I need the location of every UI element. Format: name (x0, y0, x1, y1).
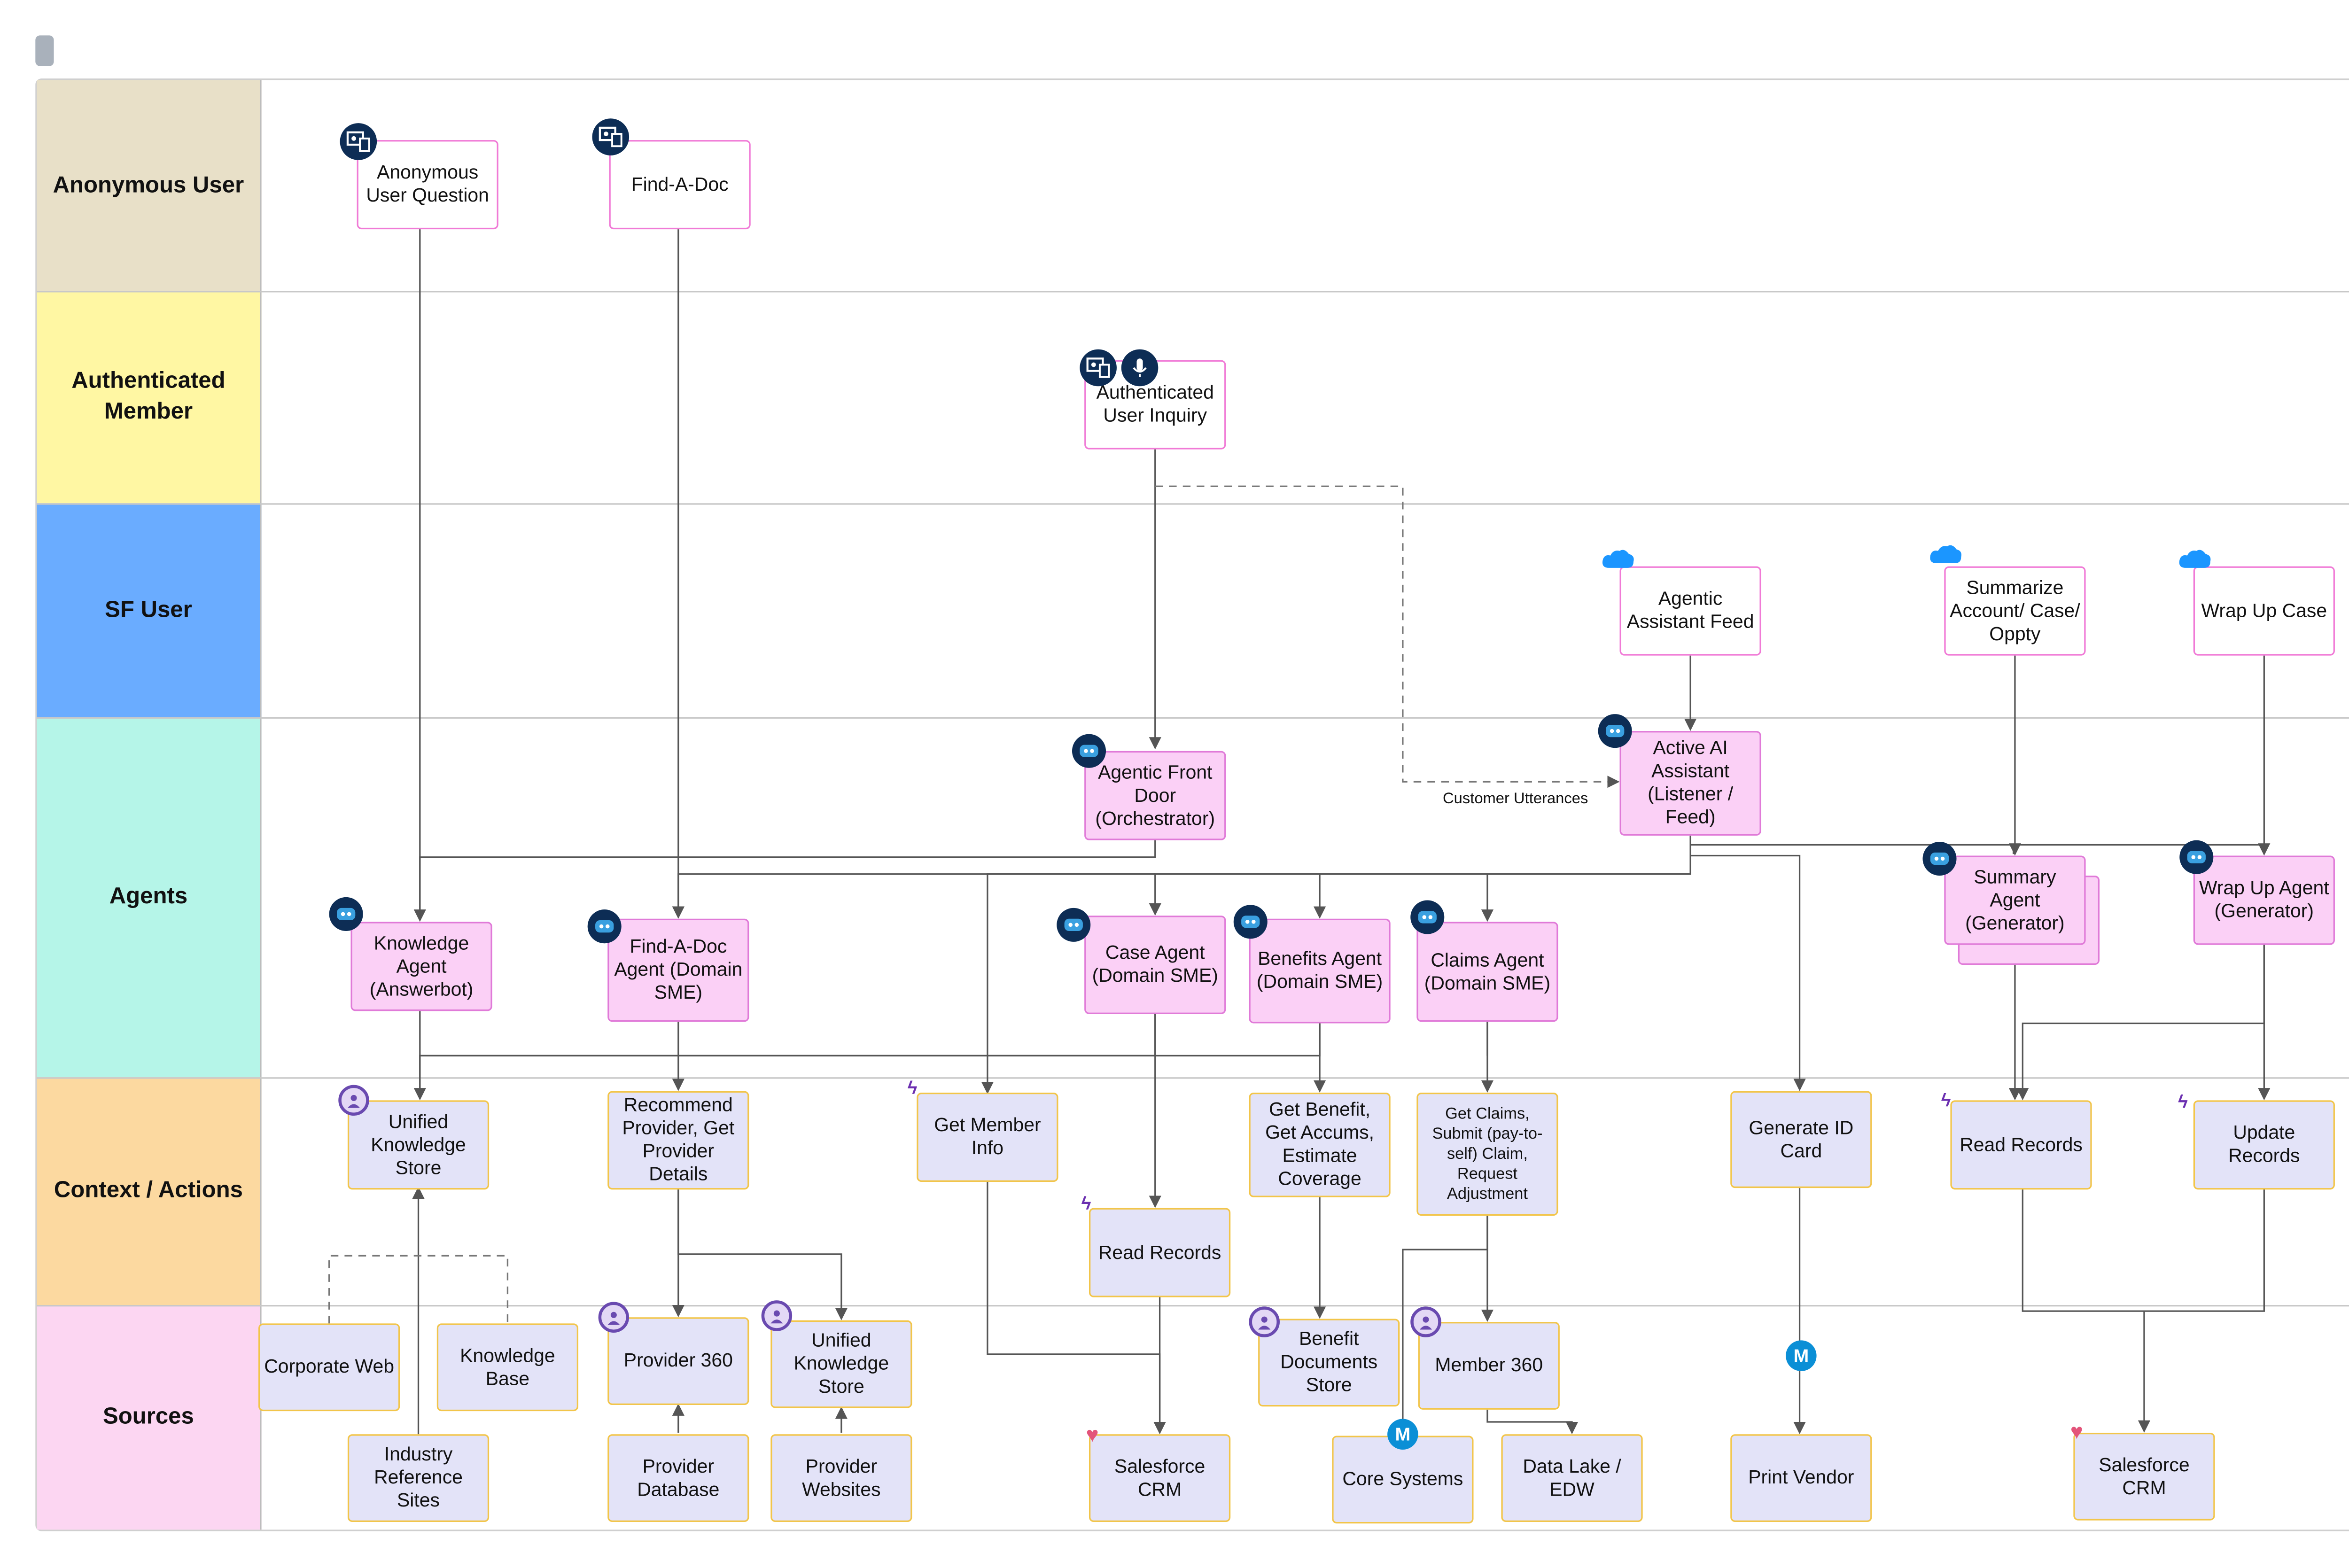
flow-bolt-icon: ϟ (1941, 1089, 1951, 1111)
connector (1690, 854, 1806, 1091)
source-data-lake-edw[interactable]: Data Lake / EDW (1501, 1434, 1643, 1522)
action-get-claims[interactable]: Get Claims, Submit (pay-to-self) Claim, … (1416, 1092, 1558, 1216)
data-cloud-icon (598, 1302, 630, 1333)
source-provider-360[interactable]: Provider 360 (607, 1317, 749, 1405)
annotation-customer-utterances: Customer Utterances (1443, 791, 1588, 808)
agent-robot-icon (1922, 841, 1957, 876)
action-generate-id-card[interactable]: Generate ID Card (1730, 1091, 1872, 1188)
agent-front-door[interactable]: Agentic Front Door (Orchestrator) (1084, 751, 1226, 840)
connector (419, 1023, 1321, 1099)
action-update-records[interactable]: Update Records (2193, 1100, 2335, 1190)
agent-find-a-doc[interactable]: Find-A-Doc Agent (Domain SME) (607, 918, 749, 1022)
data-cloud-icon (761, 1300, 793, 1331)
source-print-vendor[interactable]: Print Vendor (1730, 1434, 1872, 1522)
data-cloud-icon (338, 1085, 369, 1116)
salesforce-cloud-icon (2179, 550, 2211, 568)
node-summarize-account[interactable]: Summarize Account/ Case/ Oppty (1944, 566, 2086, 656)
source-core-systems[interactable]: Core Systems (1332, 1436, 1474, 1524)
connector (419, 840, 1156, 921)
source-corporate-web[interactable]: Corporate Web (258, 1323, 400, 1412)
lane-divider (37, 1305, 2349, 1307)
agent-knowledge[interactable]: Knowledge Agent (Answerbot) (350, 922, 492, 1011)
mulesoft-icon: M (1786, 1340, 1817, 1371)
source-salesforce-crm[interactable]: Salesforce CRM (2073, 1432, 2215, 1521)
source-salesforce-crm[interactable]: Salesforce CRM (1089, 1434, 1231, 1522)
node-find-a-doc[interactable]: Find-A-Doc (609, 140, 751, 230)
flow-bolt-icon: ϟ (1081, 1192, 1091, 1214)
lane-context-actions: Context / Actions (37, 1077, 262, 1305)
node-anonymous-user-question[interactable]: Anonymous User Question (357, 140, 498, 230)
lane-authenticated-member: Authenticated Member (37, 291, 262, 504)
lane-divider (37, 503, 2349, 505)
connector (420, 1014, 1156, 1056)
lane-divider (37, 717, 2349, 719)
data-cloud-icon (1249, 1306, 1280, 1337)
flow-bolt-icon: ϟ (907, 1077, 918, 1099)
connector (1690, 844, 2265, 854)
mulesoft-icon: M (1387, 1419, 1418, 1450)
dashed-connector (1155, 485, 1620, 788)
agent-summary[interactable]: Summary Agent (Generator) (1944, 855, 2086, 945)
node-agentic-assistant-feed[interactable]: Agentic Assistant Feed (1619, 566, 1761, 656)
connector (2144, 1188, 2265, 1312)
salesforce-cloud-icon (1930, 545, 1962, 564)
connector (1396, 1216, 1488, 1435)
web-chat-icon (592, 118, 630, 155)
action-get-member-info[interactable]: Get Member Info (917, 1092, 1058, 1182)
agent-active-ai-assistant[interactable]: Active AI Assistant (Listener / Feed) (1619, 731, 1761, 836)
lane-divider (37, 291, 2349, 293)
action-get-benefit[interactable]: Get Benefit, Get Accums, Estimate Covera… (1249, 1092, 1391, 1197)
source-knowledge-base[interactable]: Knowledge Base (436, 1323, 579, 1412)
agent-robot-icon (1057, 908, 1091, 942)
agent-robot-icon (587, 909, 622, 944)
action-read-records[interactable]: Read Records (1950, 1100, 2092, 1190)
agent-robot-icon (1072, 734, 1106, 768)
heart-icon: ♥ (1086, 1422, 1099, 1447)
dashed-connector (328, 1255, 509, 1324)
salesforce-cloud-icon (1602, 550, 1634, 568)
agent-benefits[interactable]: Benefits Agent (Domain SME) (1249, 918, 1391, 1024)
agent-robot-icon (1233, 905, 1268, 939)
agent-wrap-up[interactable]: Wrap Up Agent (Generator) (2193, 855, 2335, 945)
connector (672, 835, 1691, 919)
source-industry-reference-sites[interactable]: Industry Reference Sites (347, 1434, 490, 1522)
connector (677, 1188, 848, 1320)
connector (1486, 1409, 1579, 1435)
lane-anonymous-user: Anonymous User (37, 80, 262, 291)
node-authenticated-user-inquiry[interactable]: Authenticated User Inquiry (1084, 360, 1226, 450)
lane-sources: Sources (37, 1305, 262, 1530)
agent-robot-icon (1598, 714, 1632, 748)
web-chat-icon (340, 123, 377, 160)
agent-robot-icon (329, 897, 363, 931)
action-read-records[interactable]: Read Records (1089, 1208, 1231, 1297)
heart-icon: ♥ (2070, 1419, 2084, 1444)
lane-sf-user: SF User (37, 503, 262, 717)
source-member-360[interactable]: Member 360 (1418, 1322, 1560, 1410)
connector (2016, 941, 2265, 1101)
source-unified-knowledge-store[interactable]: Unified Knowledge Store (770, 1320, 912, 1408)
lane-agents: Agents (37, 717, 262, 1078)
web-chat-icon (1080, 349, 1117, 387)
action-unified-knowledge-store[interactable]: Unified Knowledge Store (347, 1100, 490, 1190)
source-provider-websites[interactable]: Provider Websites (770, 1434, 912, 1522)
agent-case[interactable]: Case Agent (Domain SME) (1084, 916, 1226, 1014)
agent-claims[interactable]: Claims Agent (Domain SME) (1416, 922, 1558, 1022)
flow-bolt-icon: ϟ (2178, 1091, 2188, 1113)
connector (2022, 1188, 2151, 1433)
action-recommend-provider[interactable]: Recommend Provider, Get Provider Details (607, 1091, 749, 1190)
lane-divider (37, 1077, 2349, 1079)
node-wrap-up-case[interactable]: Wrap Up Case (2193, 566, 2335, 656)
data-cloud-icon (1410, 1306, 1441, 1337)
agent-robot-icon (2179, 840, 2214, 874)
source-provider-database[interactable]: Provider Database (607, 1434, 749, 1522)
microphone-icon (1121, 349, 1159, 387)
source-benefit-documents-store[interactable]: Benefit Documents Store (1258, 1319, 1400, 1407)
agent-robot-icon (1410, 900, 1445, 934)
connector (981, 873, 1155, 1094)
toolbar-handle[interactable] (35, 35, 54, 66)
